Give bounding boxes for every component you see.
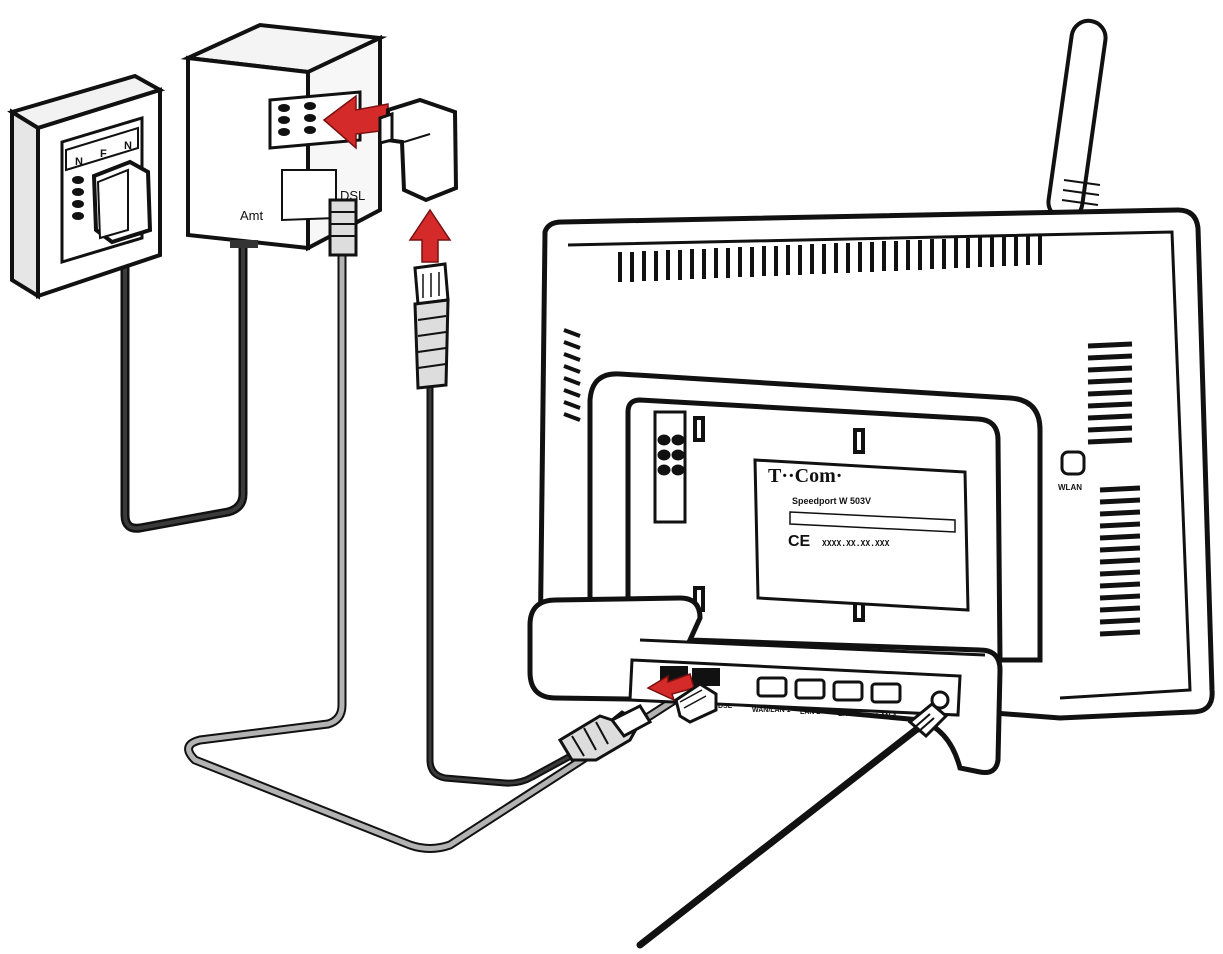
port-label-dsl: DSL (718, 703, 733, 710)
cables (120, 225, 939, 949)
router-brand: T··Com· (768, 465, 842, 487)
red-arrow-icon (408, 208, 452, 263)
side-vents (1087, 341, 1141, 637)
socket-label-2: F (100, 148, 107, 160)
port-label-lan2: LAN 2 (800, 709, 820, 716)
wall-socket-icon: N F N (7, 73, 166, 300)
wlan-label: WLAN (1058, 483, 1082, 492)
tae-plug-icon (378, 97, 459, 203)
splitter-label-amt: Amt (240, 208, 264, 223)
red-arrow-icon (646, 673, 695, 702)
splitter-dsl-boot (328, 198, 358, 257)
cable-socket-to-splitter (120, 225, 248, 533)
port-lan3: LAN 3 (832, 680, 864, 718)
power-socket (930, 690, 950, 710)
socket-label-1: N (75, 156, 83, 168)
router-model: Speedport W 503V (792, 496, 871, 506)
power-plug-icon (907, 702, 949, 739)
port-label-lan3: LAN 3 (838, 711, 858, 718)
ce-mark: CE (788, 533, 811, 550)
top-vents (618, 235, 1042, 282)
port-label-wan-lan1: WAN/LAN 1 (752, 707, 791, 714)
socket-label-3: N (124, 140, 132, 152)
rj45-plug-icon (557, 704, 653, 762)
port-lan2: LAN 2 (794, 678, 826, 716)
cable-power (636, 711, 939, 949)
router-stand (587, 371, 1043, 663)
router-serial: XXXX.XX.XX.XXX (822, 539, 890, 548)
router-icon: WLAN T··Com· Speedport W 503V CE XXXX.XX… (527, 18, 1215, 775)
router-label-sticker: T··Com· Speedport W 503V CE XXXX.XX.XX.X… (753, 458, 970, 612)
splitter-icon: Amt DSL (180, 22, 388, 257)
rj45-plug-icon (413, 262, 450, 390)
rj45-plug-icon (674, 682, 718, 724)
port-label-lan4: LAN 4 (876, 713, 896, 720)
port-lan4: LAN 4 (870, 682, 902, 720)
port-wan-lan1: WAN/LAN 1 (752, 676, 791, 714)
wlan-button: WLAN (1058, 450, 1086, 492)
